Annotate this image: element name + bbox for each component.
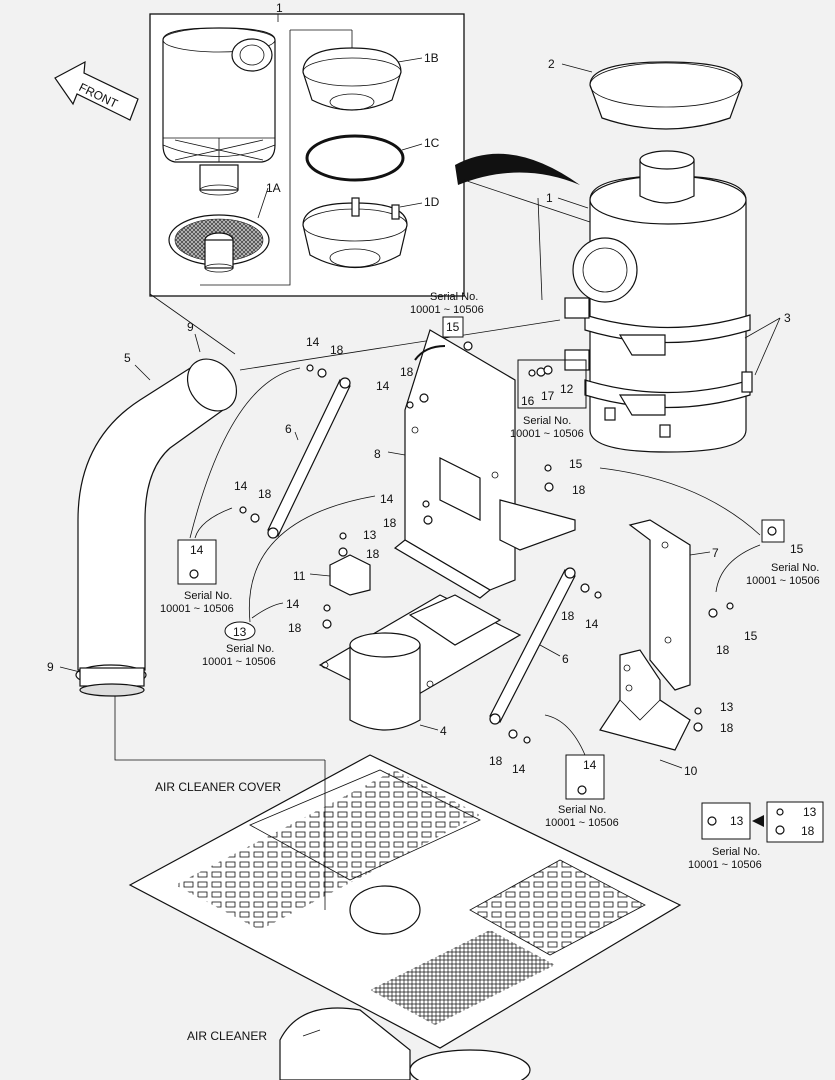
- callout-6-left: 6: [285, 422, 292, 436]
- serial-range: 10001 ~ 10506: [688, 859, 762, 871]
- callout-6-right: 6: [562, 652, 569, 666]
- front-direction-arrow: FRONT: [54, 60, 139, 121]
- serial-label: Serial No.: [184, 590, 232, 602]
- part-6-stay-right: 6: [489, 567, 576, 725]
- serial-range: 10001 ~ 10506: [746, 575, 820, 587]
- callout-13-a: 13: [363, 528, 377, 542]
- inset-exploded-view: 1 1A: [149, 1, 465, 297]
- callout-13-b: 13: [720, 700, 734, 714]
- part-11-clip: 11: [293, 554, 371, 596]
- callout-14-d: 14: [380, 492, 394, 506]
- serial-box-15-right: 15 Serial No. 10001 ~ 10506: [599, 467, 820, 593]
- serial-range: 10001 ~ 10506: [510, 428, 584, 440]
- box-id: 14: [190, 543, 204, 557]
- callout-18-h: 18: [561, 609, 575, 623]
- callout-1d: 1D: [424, 195, 440, 209]
- callout-8: 8: [374, 447, 381, 461]
- serial-range: 10001 ~ 10506: [202, 656, 276, 668]
- callout-14-c: 14: [234, 479, 248, 493]
- hardware-fasteners: [239, 364, 734, 744]
- serial-label: Serial No.: [226, 643, 274, 655]
- serial-box-14-bottom: 14 Serial No. 10001 ~ 10506: [544, 714, 619, 829]
- callout-4: 4: [440, 724, 447, 738]
- callout-18-d: 18: [383, 516, 397, 530]
- element-1c-o-ring: 1C: [305, 134, 440, 182]
- callout-14-f: 14: [585, 617, 599, 631]
- callout-11: 11: [293, 569, 306, 583]
- element-1d-bowl: 1D: [302, 195, 440, 269]
- part-10-mount-bracket: 10: [599, 649, 698, 778]
- part-5-intake-hose: 5 9 9: [47, 320, 325, 761]
- serial-box-14-left: 14 Serial No. 10001 ~ 10506: [160, 367, 301, 615]
- exploded-view-arrow: [455, 153, 580, 185]
- callout-18-e: 18: [366, 547, 380, 561]
- serial-label: Serial No.: [712, 846, 760, 858]
- part-6-stay-left: 6: [267, 377, 351, 539]
- serial-replacement-13: 13 13 18 Serial No. 10001 ~ 10506: [688, 801, 824, 871]
- air-cleaner-cover-plate: AIR CLEANER COVER: [128, 754, 682, 1049]
- callout-18-a: 18: [330, 343, 344, 357]
- callout-18-k: 18: [489, 754, 503, 768]
- air-cleaner-below: AIR CLEANER: [187, 1007, 531, 1080]
- callout-1-top: 1: [276, 1, 283, 15]
- callout-12: 12: [560, 382, 574, 396]
- box-id-new-bolt: 13: [803, 805, 817, 819]
- callout-17: 17: [541, 389, 555, 403]
- callout-2: 2: [548, 57, 555, 71]
- serial-box-15-top: Serial No. 10001 ~ 10506 15: [410, 291, 484, 361]
- serial-label: Serial No.: [771, 562, 819, 574]
- serial-range: 10001 ~ 10506: [160, 603, 234, 615]
- hardware-callouts: 14 18 14 18 14 18 14 18 13 18 14 18 15 1…: [234, 335, 758, 776]
- serial-label: Serial No.: [430, 291, 478, 303]
- callout-1b: 1B: [424, 51, 439, 65]
- element-1b-cap: 1B: [302, 47, 439, 111]
- serial-range: 10001 ~ 10506: [410, 304, 484, 316]
- serial-label: Serial No.: [558, 804, 606, 816]
- callout-18-f: 18: [288, 621, 302, 635]
- part-8-bracket: 8: [374, 329, 576, 599]
- box-id: 15: [446, 320, 460, 334]
- callout-7: 7: [712, 546, 719, 560]
- box-id: 13: [233, 625, 247, 639]
- callout-18-c: 18: [258, 487, 272, 501]
- callout-1-main: 1: [546, 191, 553, 205]
- callout-14-e: 14: [286, 597, 300, 611]
- callout-16: 16: [521, 394, 535, 408]
- part-1-air-cleaner-body: 1 3: [546, 150, 791, 453]
- callout-1a: 1A: [266, 181, 281, 195]
- box-id: 15: [790, 542, 804, 556]
- box-id: 14: [583, 758, 597, 772]
- callout-18-b: 18: [400, 365, 414, 379]
- callout-15-a: 15: [569, 457, 583, 471]
- part-2-top-cover: 2: [548, 57, 743, 130]
- box-id-new-washer: 18: [801, 824, 815, 838]
- part-4-duct-base: 4: [318, 594, 522, 738]
- callout-18-i: 18: [716, 643, 730, 657]
- callout-18-g: 18: [572, 483, 586, 497]
- serial-box-12-group: Serial No. 10001 ~ 10506: [510, 359, 587, 440]
- callout-15-b: 15: [744, 629, 758, 643]
- callout-18-j: 18: [720, 721, 734, 735]
- part-7-stay-bracket: 7: [628, 519, 719, 691]
- callout-9-bottom: 9: [47, 660, 54, 674]
- callout-1c: 1C: [424, 136, 440, 150]
- callout-14-a: 14: [306, 335, 320, 349]
- serial-label: Serial No.: [523, 415, 571, 427]
- element-1a-filter-disc: 1A: [168, 181, 281, 273]
- air-cleaner-label: AIR CLEANER: [187, 1029, 267, 1043]
- box-id-old: 13: [730, 814, 744, 828]
- callout-9-top: 9: [187, 320, 194, 334]
- serial-range: 10001 ~ 10506: [545, 817, 619, 829]
- callout-5: 5: [124, 351, 131, 365]
- callout-14-g: 14: [512, 762, 526, 776]
- air-cleaner-cover-label: AIR CLEANER COVER: [155, 780, 281, 794]
- serial-box-13-left: 13 Serial No. 10001 ~ 10506: [202, 495, 376, 668]
- callout-14-b: 14: [376, 379, 390, 393]
- callout-10: 10: [684, 764, 698, 778]
- callout-3: 3: [784, 311, 791, 325]
